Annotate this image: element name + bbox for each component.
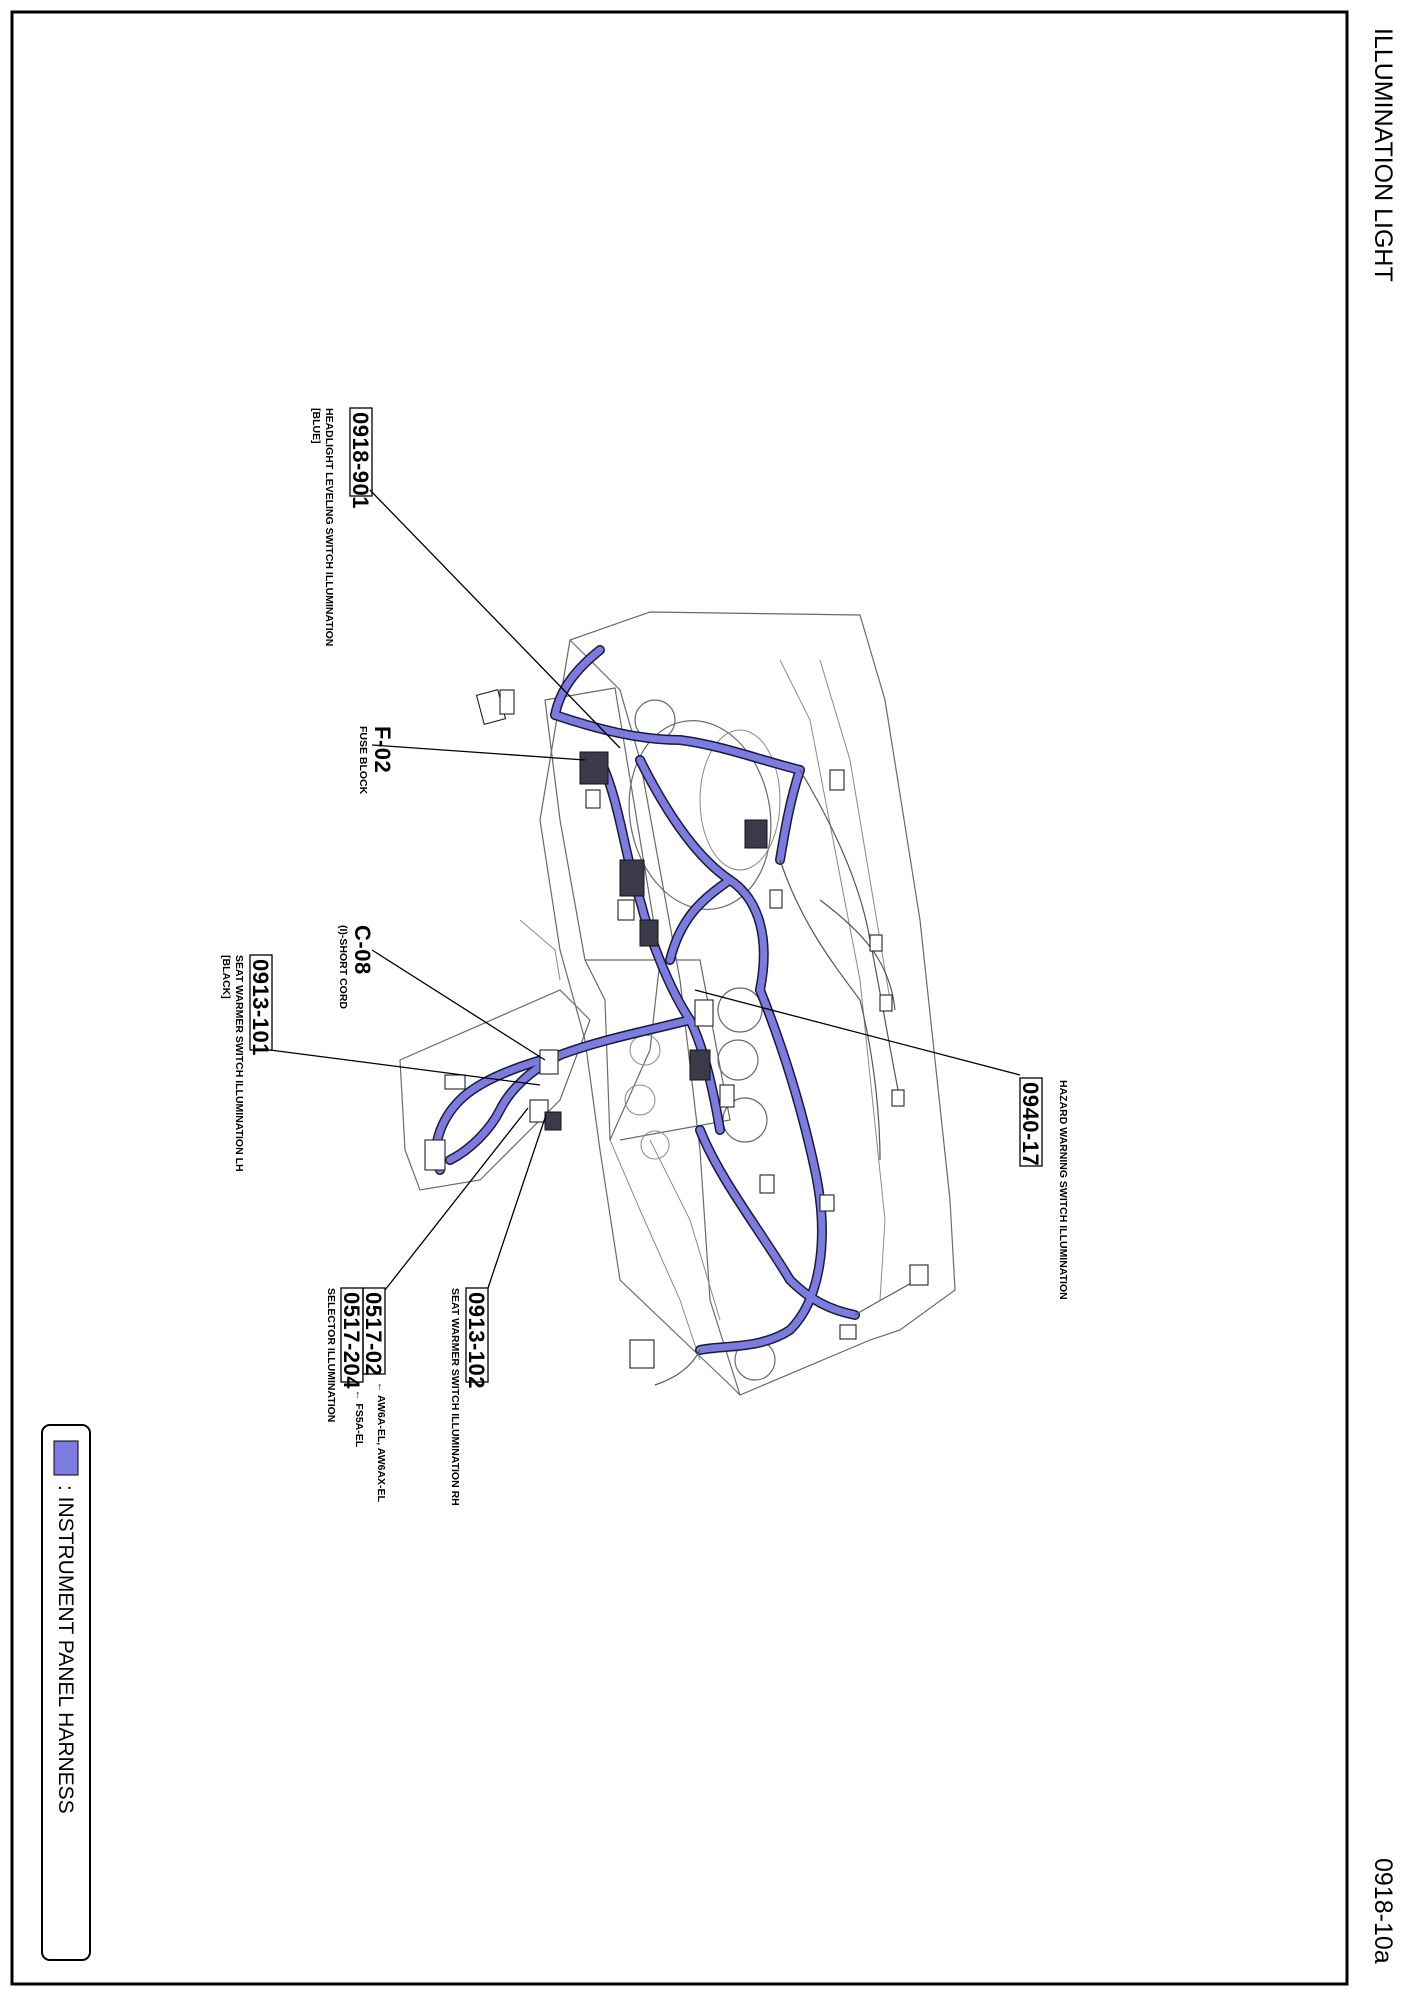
callout-0517-204-box bbox=[340, 1287, 364, 1383]
instrument-panel-harness bbox=[431, 645, 926, 1386]
callout-0918-901-desc: HEADLIGHT LEVELING SWITCH ILLUMINATION bbox=[323, 408, 335, 646]
callout-0913-101: 0913-101 SEAT WARMER SWITCH ILLUMINATION… bbox=[220, 954, 273, 1172]
callout-0517-02-note: ← AW6A-EL, AW6AX-EL bbox=[375, 1382, 387, 1503]
page-number: 0918-10a bbox=[1369, 1858, 1397, 1964]
instrument-panel-outline bbox=[399, 611, 956, 1396]
callout-0913-102: 0913-102 SEAT WARMER SWITCH ILLUMINATION… bbox=[449, 1287, 489, 1506]
callout-0918-901-box bbox=[349, 407, 373, 497]
callout-0918-901: 0918-901 HEADLIGHT LEVELING SWITCH ILLUM… bbox=[310, 407, 373, 646]
page-title: ILLUMINATION LIGHT bbox=[1369, 28, 1397, 282]
legend-label: : INSTRUMENT PANEL HARNESS bbox=[54, 1485, 77, 1814]
leader-lines bbox=[269, 489, 1021, 1291]
callout-0940-17-code: 0940-17 bbox=[1018, 1082, 1043, 1166]
callout-f-02-desc: FUSE BLOCK bbox=[357, 726, 369, 795]
callout-0517-204-note: ← FS5A-EL bbox=[353, 1390, 365, 1448]
callout-0913-102-code: 0913-102 bbox=[464, 1292, 489, 1389]
callout-0517-204-code: 0517-204 bbox=[339, 1292, 364, 1389]
callout-0940-17-box bbox=[1019, 1077, 1043, 1167]
callout-c-08-code: C-08 bbox=[350, 925, 375, 975]
callout-c-08-desc: (I)-SHORT CORD bbox=[337, 925, 349, 1009]
callout-0940-17: HAZARD WARNING SWITCH ILLUMINATION 0940-… bbox=[1018, 1077, 1069, 1300]
callout-0918-901-code: 0918-901 bbox=[348, 412, 373, 509]
callout-0913-101-code: 0913-101 bbox=[248, 959, 273, 1056]
callout-0913-101-note: [BLACK] bbox=[220, 955, 232, 999]
legend: : INSTRUMENT PANEL HARNESS bbox=[41, 1424, 91, 1961]
callout-0517: 0517-02 ← AW6A-EL, AW6AX-EL 0517-204 ← F… bbox=[325, 1287, 387, 1503]
callout-0940-17-desc: HAZARD WARNING SWITCH ILLUMINATION bbox=[1057, 1080, 1069, 1300]
callout-0913-102-box bbox=[465, 1287, 489, 1383]
legend-box bbox=[41, 1424, 91, 1961]
callout-0918-901-note: [BLUE] bbox=[310, 408, 322, 444]
callout-0913-101-box bbox=[249, 954, 273, 1051]
legend-swatch bbox=[53, 1440, 79, 1476]
selector-illumination-desc: SELECTOR ILLUMINATION bbox=[325, 1288, 337, 1422]
callout-0913-101-desc: SEAT WARMER SWITCH ILLUMINATION LH bbox=[233, 955, 245, 1172]
callout-f-02: F-02 FUSE BLOCK bbox=[357, 726, 395, 795]
callout-f-02-code: F-02 bbox=[370, 726, 395, 773]
connectors bbox=[424, 688, 929, 1369]
page-border bbox=[10, 10, 1349, 1986]
callout-0517-02-code: 0517-02 bbox=[361, 1292, 386, 1376]
callout-c-08: C-08 (I)-SHORT CORD bbox=[337, 925, 375, 1009]
callout-0913-102-desc: SEAT WARMER SWITCH ILLUMINATION RH bbox=[449, 1288, 461, 1506]
